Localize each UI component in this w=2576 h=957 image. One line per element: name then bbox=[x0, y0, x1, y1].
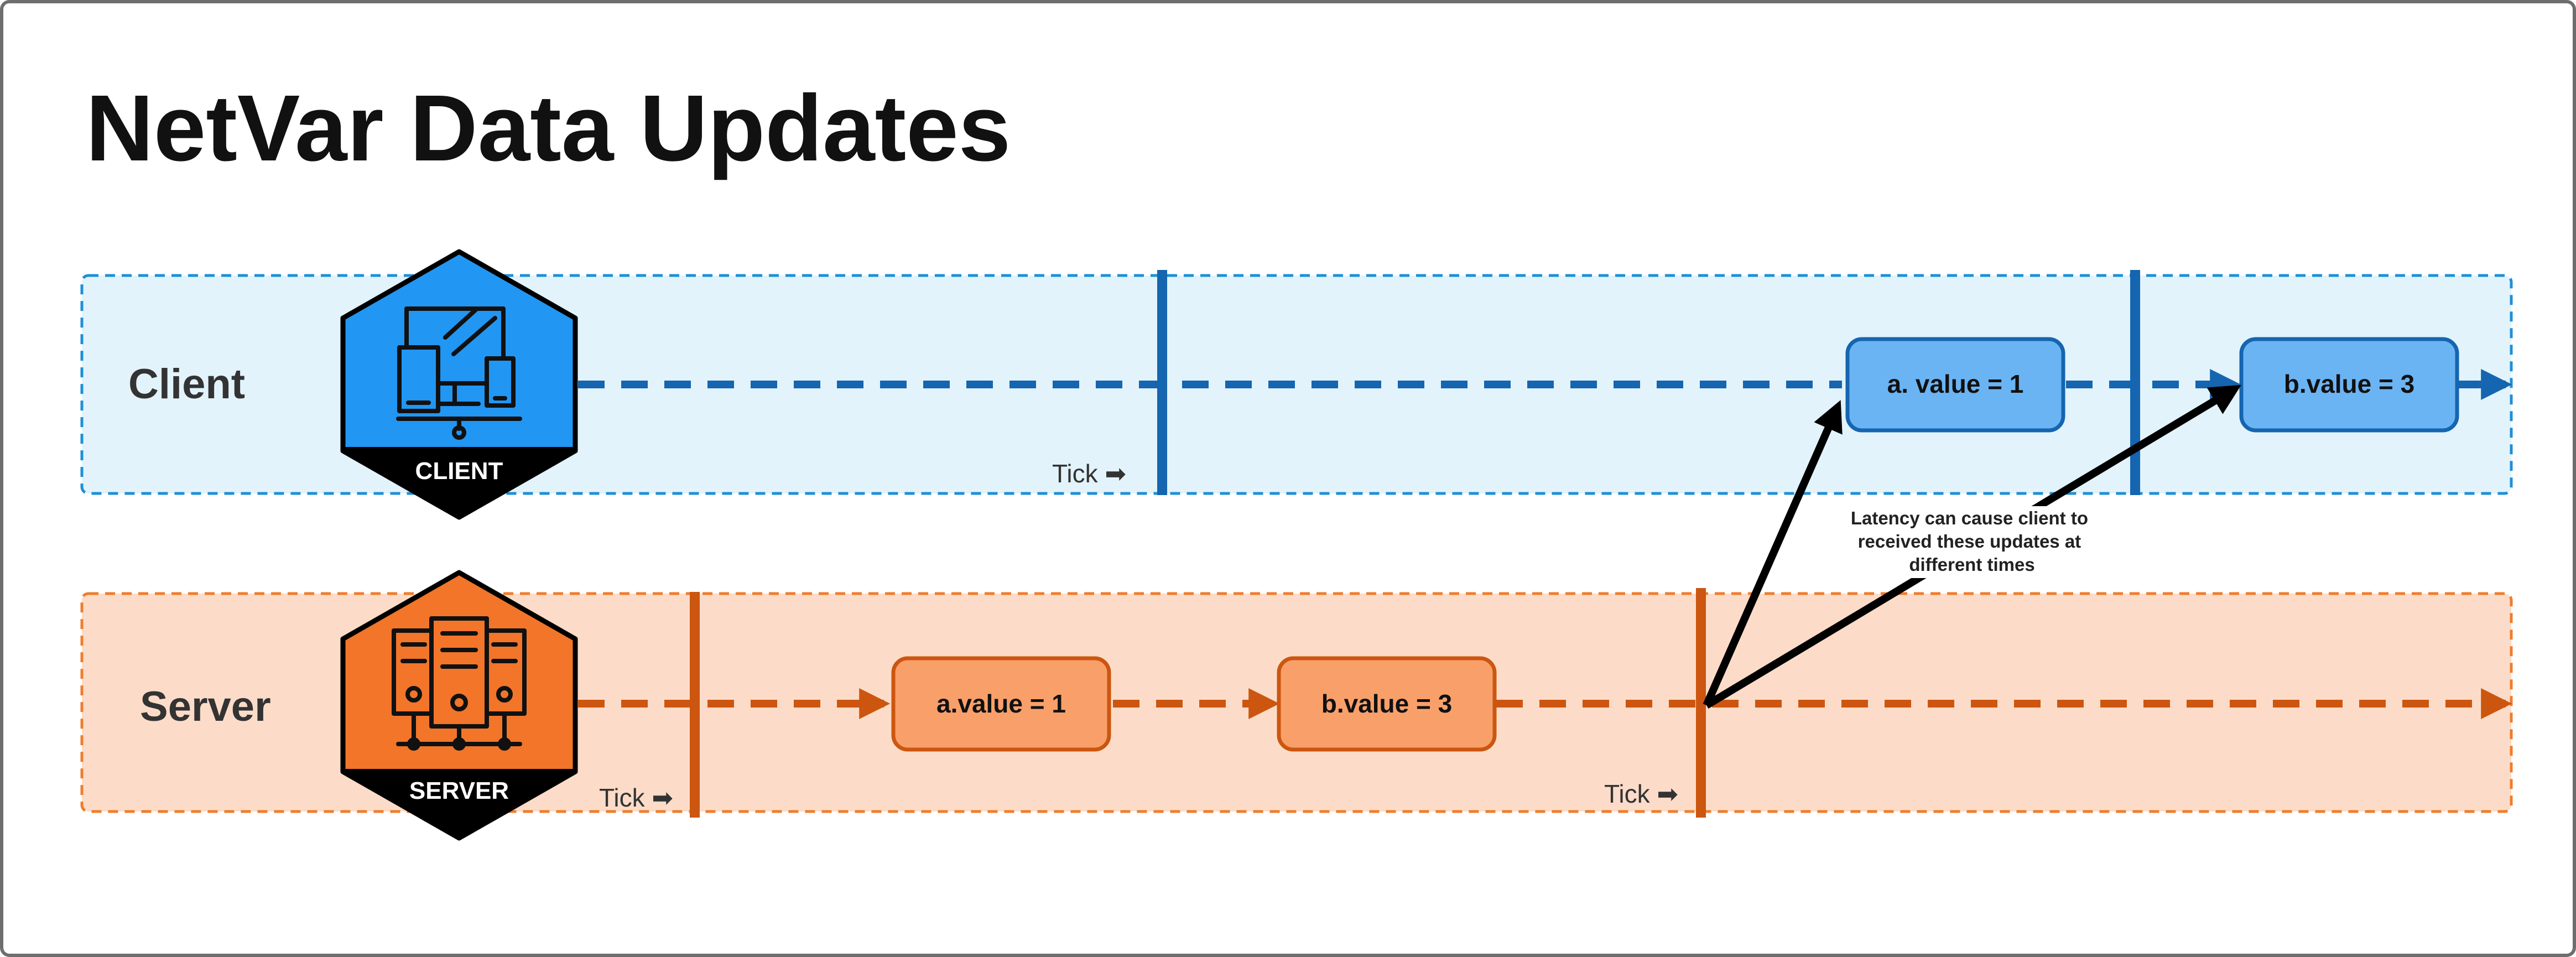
client-box-b: b.value = 3 bbox=[2239, 337, 2459, 433]
server-tick-label-2: Tick ➡ bbox=[1604, 779, 1678, 808]
page-title: NetVar Data Updates bbox=[86, 76, 1011, 181]
client-box-a: a. value = 1 bbox=[1845, 337, 2065, 433]
client-box-a-label: a. value = 1 bbox=[1887, 370, 2024, 398]
server-badge: SERVER bbox=[340, 570, 578, 841]
server-lane-label: Server bbox=[140, 683, 271, 730]
devices-icon bbox=[396, 306, 522, 440]
client-badge-label: CLIENT bbox=[415, 457, 503, 485]
server-rack-icon bbox=[392, 616, 527, 751]
server-box-a: a.value = 1 bbox=[891, 656, 1111, 752]
client-lane-label: Client bbox=[128, 361, 245, 408]
server-box-b: b.value = 3 bbox=[1277, 656, 1497, 752]
latency-arrow-to-client-a bbox=[1703, 400, 1843, 707]
server-box-a-label: a.value = 1 bbox=[936, 689, 1066, 718]
annotation-backdrop bbox=[1842, 506, 2102, 578]
server-badge-label: SERVER bbox=[409, 777, 509, 804]
annotation-line-1: Latency can cause client to bbox=[1851, 508, 2088, 528]
server-tick-label-1: Tick ➡ bbox=[599, 783, 673, 812]
annotation-line-2: received these updates at bbox=[1858, 531, 2081, 552]
latency-annotation: Latency can cause client to received the… bbox=[1851, 508, 2093, 575]
client-tick-label: Tick ➡ bbox=[1052, 459, 1126, 488]
server-box-b-label: b.value = 3 bbox=[1321, 689, 1453, 718]
annotation-line-3: different times bbox=[1909, 554, 2034, 575]
client-badge: CLIENT bbox=[340, 249, 578, 520]
client-box-b-label: b.value = 3 bbox=[2284, 370, 2415, 398]
